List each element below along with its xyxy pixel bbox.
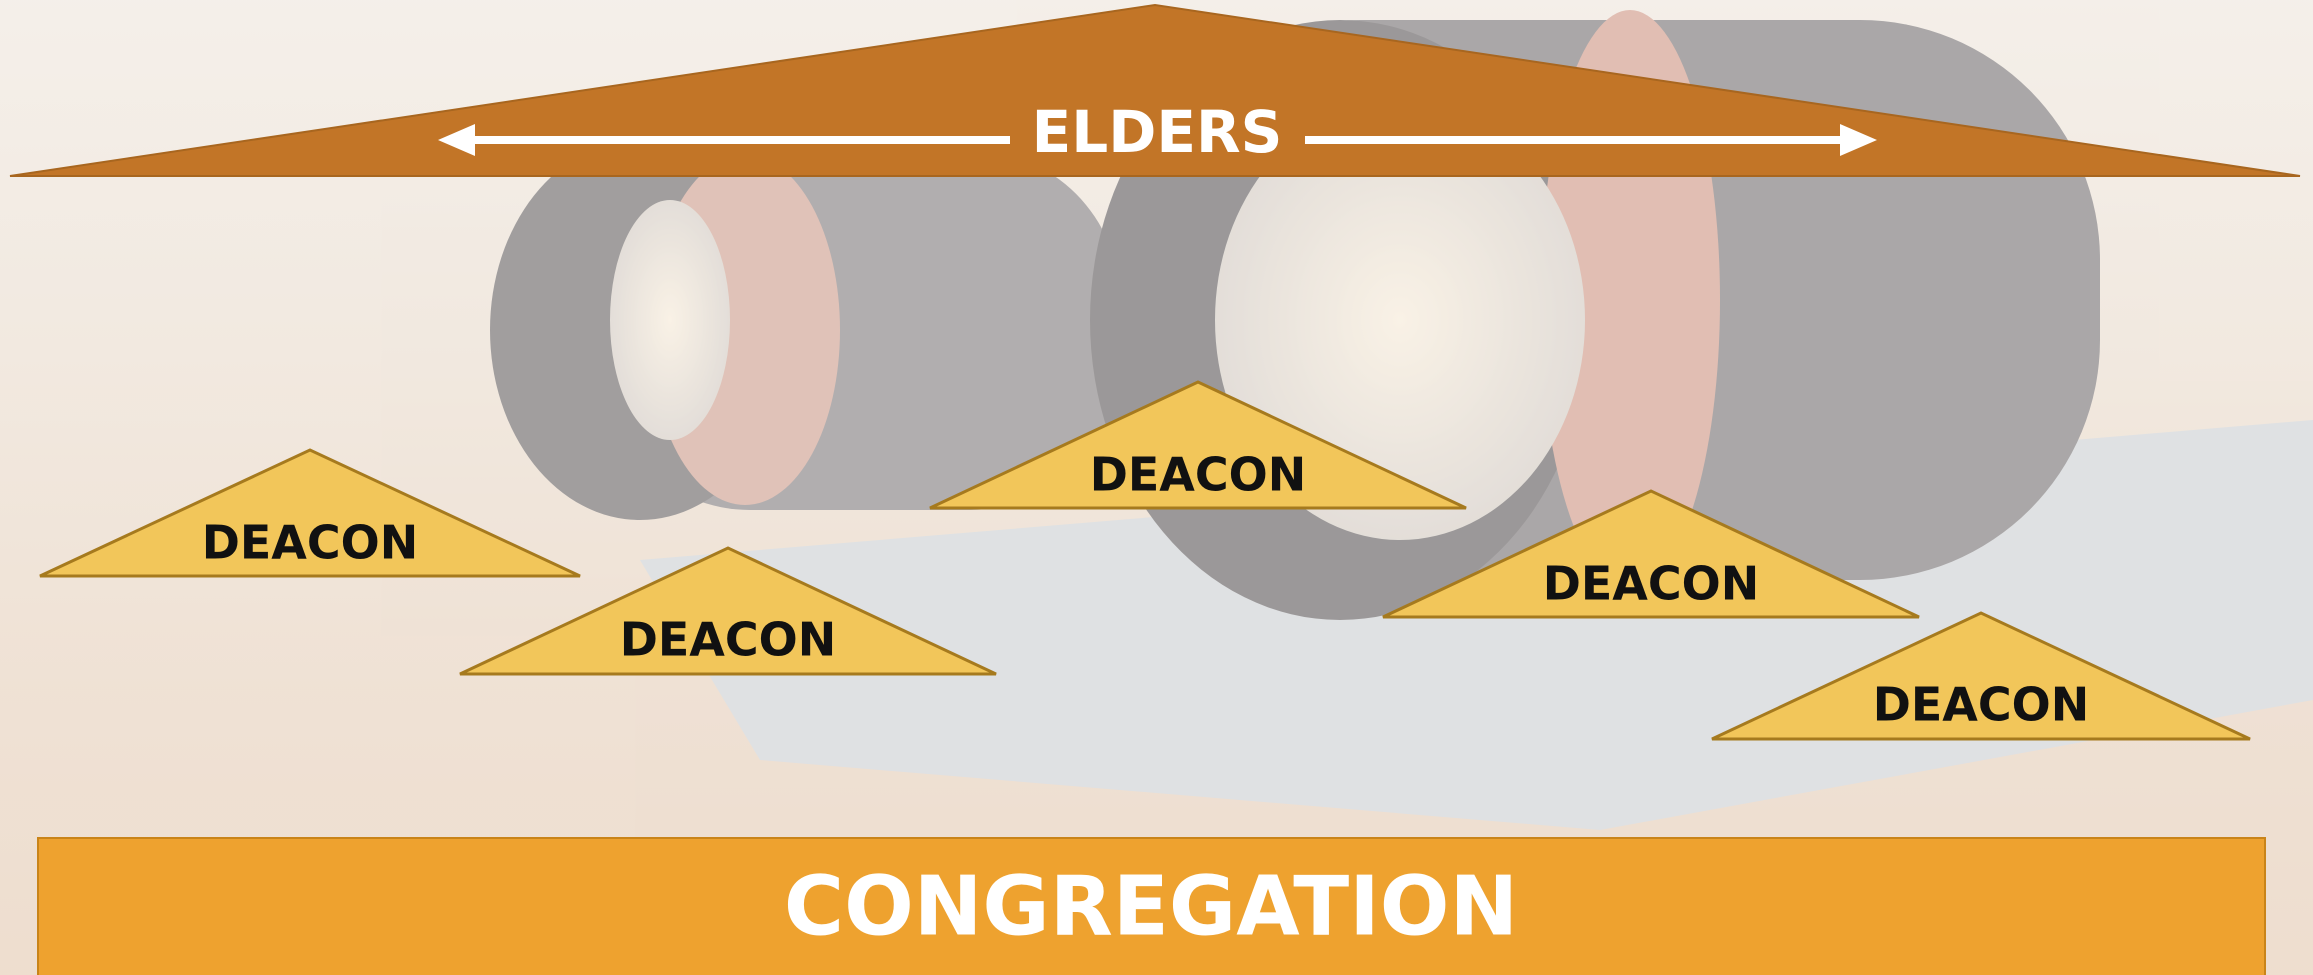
deacon-triangle: DEACON: [929, 380, 1467, 510]
right-arrow-icon: [1305, 124, 1877, 156]
deacon-label: DEACON: [620, 613, 837, 667]
deacon-triangle: DEACON: [1382, 489, 1920, 619]
binocular-left-icon: [490, 140, 1120, 520]
elders-group: ELDERS: [9, 3, 2301, 177]
deacon-label: DEACON: [1090, 448, 1307, 502]
deacon-triangle: DEACON: [39, 448, 581, 578]
deacon-label: DEACON: [1873, 678, 2090, 732]
deacon-label: DEACON: [202, 516, 419, 570]
elders-label: ELDERS: [1032, 98, 1283, 166]
congregation-label: CONGREGATION: [784, 859, 1518, 954]
deacon-label: DEACON: [1543, 557, 1760, 611]
left-arrow-icon: [438, 124, 1010, 156]
congregation-group: CONGREGATION: [37, 837, 2266, 975]
congregation-bar: [37, 837, 2266, 975]
deacon-group: DEACON DEACON DEACON DEACON DEACON: [39, 380, 2251, 741]
deacon-triangle: DEACON: [459, 546, 997, 676]
deacon-triangle: DEACON: [1711, 611, 2251, 741]
elders-roof: [9, 3, 2301, 177]
